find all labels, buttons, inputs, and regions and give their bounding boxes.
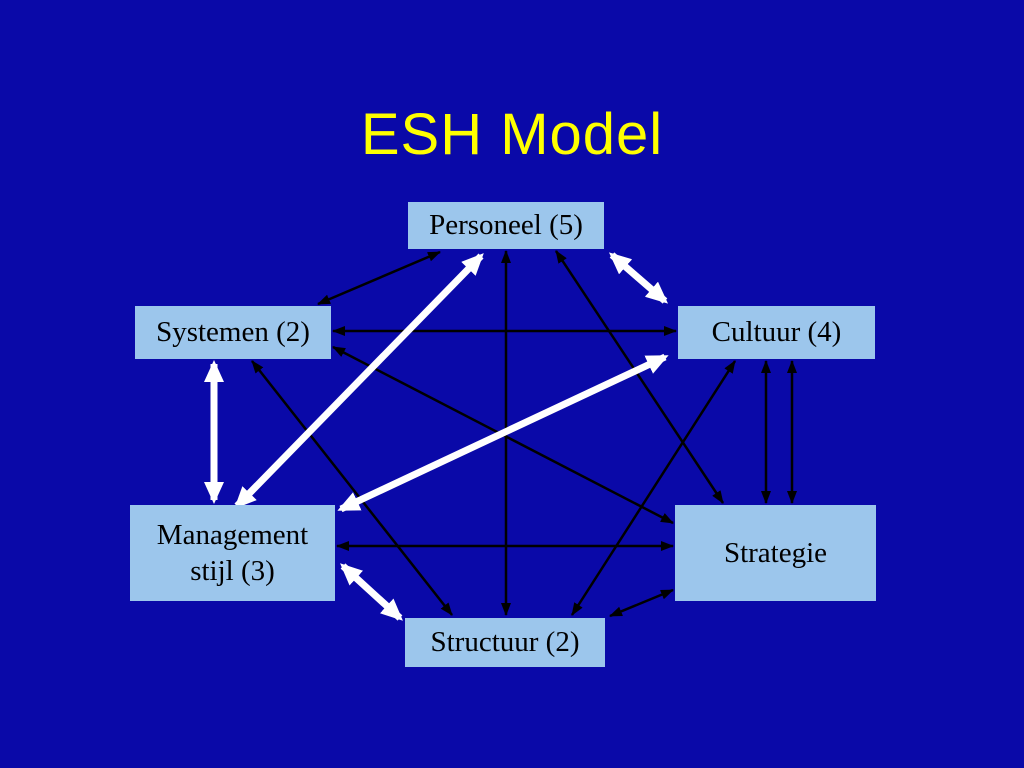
node-label: Structuur (2) [430, 626, 580, 659]
edge-management-personeel [234, 253, 484, 509]
edge-personeel-systemen [317, 250, 441, 306]
slide-title: ESH Model [360, 101, 664, 167]
edge-personeel-strategie [554, 250, 725, 504]
node-label: Management [156, 518, 309, 551]
edge-management-cultuur [337, 353, 669, 513]
node-label: Strategie [723, 536, 828, 569]
node-personeel: Personeel (5) [408, 202, 604, 249]
node-management: Management stijl (3) [130, 505, 335, 601]
node-cultuur: Cultuur (4) [678, 306, 875, 359]
node-label: stijl (3) [190, 555, 275, 587]
node-label: Systemen (2) [156, 316, 310, 349]
edge-management-structuur [340, 563, 403, 621]
node-strategie: Strategie [675, 505, 876, 601]
edge-strategie-structuur [609, 588, 674, 618]
edge-personeel-cultuur [608, 252, 669, 304]
node-systemen: Systemen (2) [135, 306, 331, 359]
node-label: Cultuur (4) [711, 316, 842, 349]
node-structuur: Structuur (2) [405, 618, 605, 667]
node-label: Personeel (5) [429, 209, 583, 242]
